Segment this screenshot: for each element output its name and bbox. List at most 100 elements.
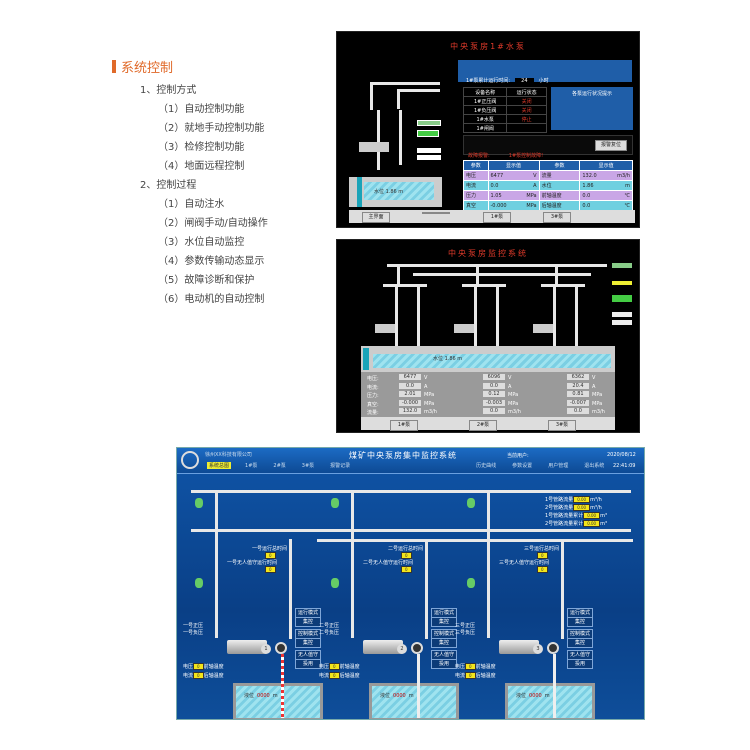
pipe	[476, 264, 479, 284]
level-label: 液位	[244, 693, 255, 699]
start-button[interactable]	[612, 295, 632, 302]
pipe	[487, 493, 490, 638]
param-unit: A	[592, 383, 596, 390]
unit: m	[625, 182, 630, 189]
current-label: 电流	[455, 673, 466, 679]
param-value: -0.000	[399, 399, 421, 406]
outline-item: （4）地面远程控制	[158, 161, 245, 172]
alarm-reset-button[interactable]: 报警复位	[595, 140, 627, 151]
pump-motor-icon	[375, 324, 395, 333]
param-value: 6096	[483, 374, 505, 380]
screen2-title: 中央泵房监控系统	[448, 249, 528, 258]
value-box: 0	[465, 663, 476, 670]
setting-input[interactable]: 24	[515, 78, 534, 84]
voltage-label: 电压	[183, 664, 194, 670]
table-row: 设备名称运行状态	[462, 87, 547, 97]
mode-value[interactable]: 投用	[295, 659, 321, 669]
value-box: 0.00	[573, 504, 591, 511]
value-box: 0	[401, 566, 412, 573]
column-header: 运行状态	[506, 87, 547, 97]
value-box: 0	[265, 552, 276, 559]
param-value: 0.0	[399, 382, 421, 389]
pipe	[289, 539, 292, 639]
nav-item[interactable]: 系统总图	[207, 462, 232, 469]
valve-icon	[331, 578, 339, 588]
company-name: 徐州XX科技有限公司	[205, 452, 252, 458]
param-value: -0.007	[567, 399, 589, 406]
device-name: 1#水泵	[462, 114, 508, 124]
value: 0.0	[582, 202, 591, 209]
unit: MPa	[526, 202, 537, 209]
nav-item[interactable]: 报警记录	[330, 463, 351, 469]
nav-item[interactable]: 用户管理	[548, 463, 569, 469]
param-unit: m3/h	[508, 409, 521, 415]
nav-item[interactable]: 2#泵	[273, 463, 286, 469]
column-header: 显示值	[487, 160, 540, 171]
mode-value[interactable]: 集控	[567, 638, 593, 648]
option-button[interactable]	[612, 312, 632, 317]
flow-unit: m³	[600, 513, 607, 519]
unattended-label: 二号无人值守运行时间	[363, 560, 414, 566]
mode-toggle[interactable]	[417, 120, 441, 126]
pump-motor-icon	[359, 142, 389, 152]
nav-item[interactable]: 参数设置	[512, 463, 533, 469]
p1-label: 二号正压	[319, 623, 340, 629]
param-value: 0.0	[483, 408, 505, 414]
front-temp-label: 前轴温度	[339, 664, 360, 670]
pump-motor-icon	[363, 640, 403, 654]
value-box: 0	[329, 672, 340, 679]
nav-item[interactable]: 1#泵	[245, 463, 258, 469]
pump-button[interactable]: 1#泵	[390, 420, 418, 431]
mode-value[interactable]: 集控	[431, 638, 457, 648]
setting-unit: 小时	[538, 78, 549, 84]
disabled-button[interactable]	[422, 212, 450, 214]
nav-item[interactable]: 退出系统	[584, 463, 605, 469]
header-bar	[177, 448, 644, 474]
pump3-button[interactable]: 3#泵	[543, 212, 571, 223]
level-value: 0000	[529, 693, 542, 699]
main-screen-button[interactable]: 主界面	[362, 212, 390, 223]
nav-bar: 系统总图 1#泵 2#泵 3#泵 报警记录 历史曲线 参数设置 用户管理 退出系统	[207, 462, 606, 469]
pipe	[383, 284, 427, 287]
option-button[interactable]	[612, 320, 632, 325]
pipe	[561, 539, 564, 639]
mode-value[interactable]: 集控	[295, 617, 321, 627]
param-value: 20.4	[567, 382, 589, 389]
pump-number: 3	[533, 644, 543, 654]
level-unit: m	[408, 693, 414, 699]
value: 流量	[541, 173, 552, 179]
start-button[interactable]	[417, 130, 439, 137]
mode-value[interactable]: 集控	[567, 617, 593, 627]
value-box: 0	[537, 552, 548, 559]
pump-button[interactable]: 3#泵	[548, 420, 576, 431]
column-header: 参数	[538, 160, 581, 171]
pump-button[interactable]: 2#泵	[469, 420, 497, 431]
unattended-label: 一号无人值守运行时间	[227, 560, 278, 566]
mode-value[interactable]: 集控	[431, 617, 457, 627]
option-button[interactable]	[417, 155, 441, 160]
front-temp-label: 前轴温度	[203, 664, 224, 670]
pump1-button[interactable]: 1#泵	[483, 212, 511, 223]
param-value: 0.0	[567, 408, 589, 414]
mode-value[interactable]: 集控	[295, 638, 321, 648]
table-row: 参数显示值参数显示值	[463, 160, 633, 171]
mode-value[interactable]: 投用	[567, 659, 593, 669]
device-name: 1#负压阀	[462, 105, 508, 115]
option-button[interactable]	[417, 148, 441, 153]
nav-item[interactable]: 历史曲线	[476, 463, 497, 469]
value: 真空	[466, 203, 477, 209]
mode-toggle[interactable]	[612, 263, 632, 268]
nav-item[interactable]: 3#泵	[301, 463, 315, 469]
date: 2020/08/12	[607, 452, 636, 458]
mode-value[interactable]: 投用	[431, 659, 457, 669]
device-name: 1#闸阀	[462, 123, 508, 133]
value: 前轴温度	[541, 193, 562, 199]
